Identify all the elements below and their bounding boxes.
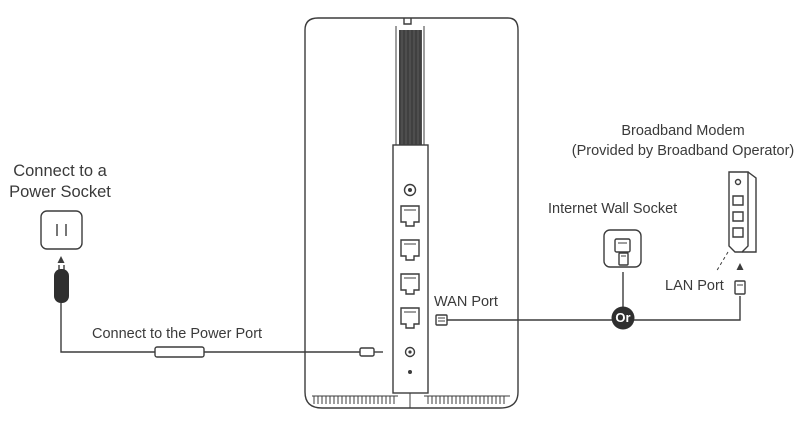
modem-label: Broadband Modem (Provided by Broadband O… [560, 123, 806, 160]
power-socket-label-line1: Connect to a [13, 162, 107, 180]
modem-icon [728, 171, 757, 253]
lan-plug-icon [734, 280, 746, 295]
power-port-label: Connect to the Power Port [92, 326, 263, 342]
ethernet-port-2 [400, 239, 420, 261]
dashed-guide [715, 251, 729, 273]
lan-arrow-icon [736, 263, 744, 270]
cable-ferrite [154, 346, 205, 358]
power-socket-label: Connect to a Power Socket [0, 161, 120, 203]
power-socket-icon [40, 210, 83, 250]
plug-arrow-icon [57, 256, 65, 263]
wan-port-label: WAN Port [434, 294, 498, 310]
lan-port-label: LAN Port [665, 278, 724, 294]
dc-jack [403, 183, 417, 197]
router-vents [312, 395, 510, 404]
wan-cable [447, 296, 741, 321]
power-socket-label-line2: Power Socket [9, 183, 111, 201]
or-badge [611, 306, 635, 330]
modem-label-line2: (Provided by Broadband Operator) [571, 143, 795, 159]
power-adapter-icon [54, 265, 69, 303]
wall-socket-label: Internet Wall Socket [548, 201, 678, 217]
ethernet-port-1 [400, 205, 420, 227]
wall-plug-icon [618, 252, 629, 266]
dc-plug-icon [359, 347, 383, 357]
modem-label-line1: Broadband Modem [621, 123, 745, 139]
ethernet-port-3 [400, 273, 420, 295]
reset-hole [408, 370, 412, 374]
wan-plug-icon [435, 314, 448, 326]
power-port [404, 346, 416, 358]
wall-socket-icon [603, 229, 642, 268]
power-cable [60, 303, 155, 353]
router-fins [395, 26, 425, 145]
ethernet-port-wan [400, 307, 420, 329]
router [304, 17, 519, 409]
or-label: Or [615, 310, 631, 325]
